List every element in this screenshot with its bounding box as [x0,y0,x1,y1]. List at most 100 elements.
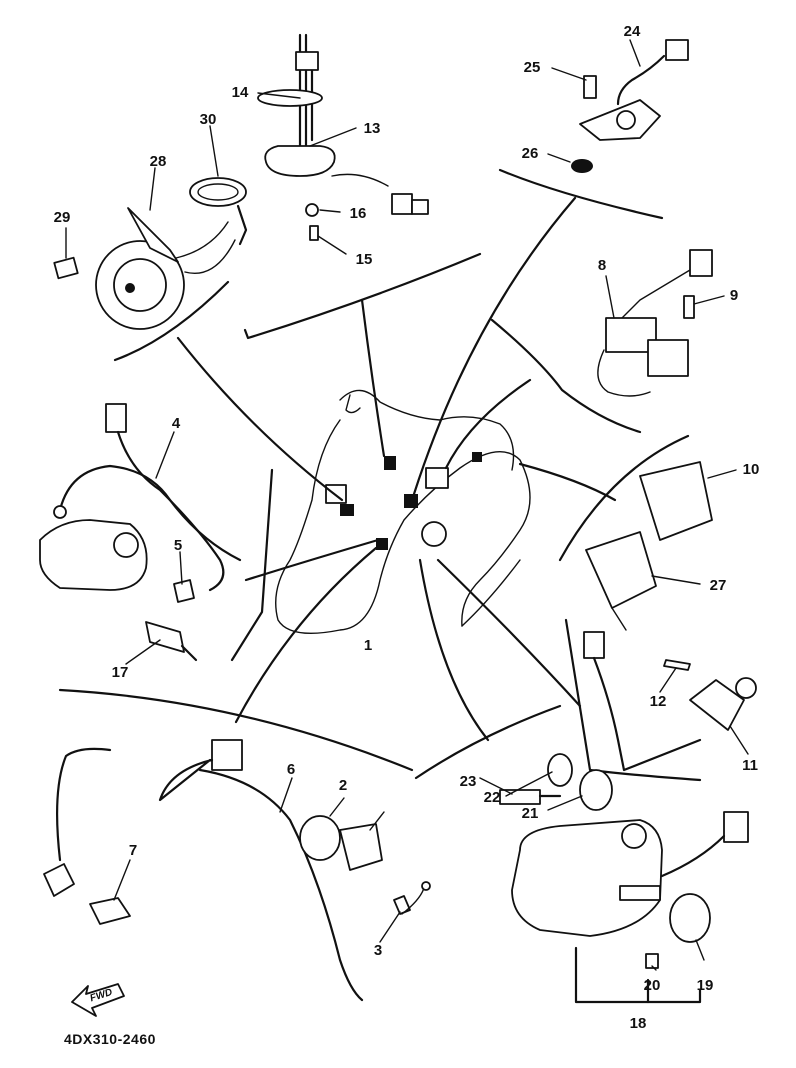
bracket-horn-group-lower [113,280,230,362]
harness-to-sidestand [436,558,582,708]
frame-plug-2 [384,456,396,470]
bracket-flasher-group [558,434,690,562]
actuator-lead [660,834,726,878]
neutral-switch-connector [665,39,689,61]
pickup-ring-terminal [53,505,67,519]
callout-18: 18 [630,1015,647,1032]
frame-plug-4 [376,538,388,550]
leader-12 [659,667,677,693]
callout-20: 20 [644,977,661,994]
pickup-coil-assembly [39,403,242,662]
fuel-sender-lead [331,173,389,187]
leader-9 [693,295,725,305]
bracket-neutral-switch-group [498,168,664,220]
callout-15: 15 [356,251,373,268]
relay-box-2 [647,339,689,377]
callout-21: 21 [522,805,539,822]
horn-bolt [53,256,79,280]
horn-assembly [53,177,248,330]
frame-left-contour [275,419,531,635]
callout-29: 29 [54,209,71,226]
relay-assembly [597,249,713,397]
bushing-21 [579,769,613,811]
callout-24: 24 [624,23,641,40]
callout-7: 7 [129,842,137,859]
leader-10 [707,469,737,479]
leader-21 [547,795,583,811]
cover-19 [669,893,711,943]
leader-16 [319,209,341,213]
callout-6: 6 [287,761,295,778]
frame-hook [345,394,361,414]
sidestand-switch-assembly [583,631,757,772]
relay-connector [689,249,713,277]
speed-sensor-1 [339,823,383,871]
leader-7 [113,859,131,901]
harness-to-fuel-sender [360,298,386,458]
pickup-coil-rotor [113,532,139,558]
horn-lead [175,221,229,259]
callout-labels: 1 2 3 4 5 6 7 8 9 10 11 12 13 14 15 16 1… [54,23,760,1032]
frame-grommet [421,521,447,547]
callout-10: 10 [743,461,760,478]
pickup-lead-2 [58,464,242,562]
switch-5 [173,579,195,603]
fuel-sender-gasket [257,89,323,107]
leader-30 [209,125,219,177]
pickup-connector [105,403,127,433]
sensor-7 [89,897,131,925]
switch-17-body [145,621,185,653]
bracket-18 [574,946,702,1004]
ground-terminal [421,881,431,891]
fuel-sender-connector-2 [411,199,429,215]
screw-12 [663,659,691,671]
module-27-tab [611,607,627,631]
callout-27: 27 [710,577,727,594]
bolt-25 [583,75,597,99]
leader-25 [551,67,587,81]
screw-9 [683,295,695,319]
frame-right-contour [461,559,521,627]
fuel-sender-assembly [257,33,429,241]
leader-28 [149,167,156,211]
screw-15 [309,225,319,241]
sidestand-switch-body [689,679,745,731]
harness-to-horn [176,336,344,502]
frame-relay-box [425,467,449,489]
neutral-switch-body [616,110,636,130]
diagram-code: 4DX310-2460 [64,1031,156,1047]
actuator-connector [723,811,749,843]
callout-5: 5 [174,537,182,554]
neutral-switch-lead [616,54,666,106]
screw-20 [645,953,659,969]
horn-center [125,283,135,293]
leader-24 [629,39,641,67]
leader-27 [651,575,701,585]
leader-3 [379,911,401,943]
o-ring-2 [299,815,341,861]
harness-to-relay [444,378,532,470]
leader-1 [369,811,385,831]
relay-lead [619,269,691,321]
harness-lines [176,196,617,742]
hose-clamp-tail [236,204,248,246]
callout-17: 17 [112,664,129,681]
horn-diaphragm [113,258,167,312]
bracket-pickup-coil-group [230,468,274,662]
neutral-switch-assembly [571,39,689,173]
callout-9: 9 [730,287,738,304]
harness-to-actuator [418,558,490,742]
speed-sensor-ground [401,887,425,915]
bracket-fuel-sender-group [243,252,482,340]
callout-16: 16 [350,205,367,222]
hose-clamp-inner [197,183,239,201]
speed-sensor-lead-2 [55,747,112,862]
collar-22 [547,753,573,787]
bracket-actuator-group [414,704,562,780]
callout-28: 28 [150,153,167,170]
harness-to-neutral-switch [412,196,577,496]
leader-23 [479,777,513,795]
callout-3: 3 [374,942,382,959]
flasher-assembly [585,461,713,631]
sidestand-switch-plunger [735,677,757,699]
